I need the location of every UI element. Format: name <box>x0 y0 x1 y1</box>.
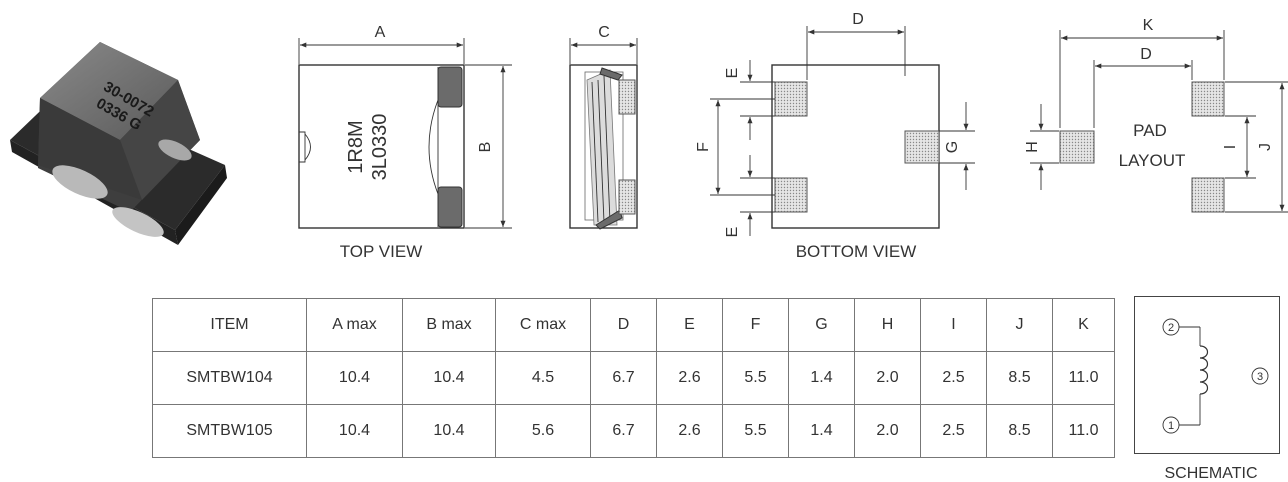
table-header-cell: G <box>788 298 855 352</box>
table-cell: 8.5 <box>986 351 1053 405</box>
table-header-row: ITEM A max B max C max D E F G H I J K <box>152 298 1115 352</box>
table-cell: 4.5 <box>495 351 591 405</box>
table-cell: 10.4 <box>402 351 496 405</box>
table-cell: 5.5 <box>722 351 789 405</box>
table-cell: SMTBW104 <box>152 351 307 405</box>
table-header-cell: C max <box>495 298 591 352</box>
table-cell: 2.0 <box>854 404 921 458</box>
dim-label-d-bottom: D <box>852 11 864 28</box>
table-cell: 2.5 <box>920 351 987 405</box>
schematic-pin-3: 3 <box>1257 371 1263 383</box>
schematic: 2 1 3 SCHEMATIC <box>1162 318 1269 482</box>
pad-layout: K D H I J PAD LAYOUT <box>1024 17 1288 213</box>
table-cell: 11.0 <box>1052 351 1115 405</box>
table-cell: 8.5 <box>986 404 1053 458</box>
table-cell: SMTBW105 <box>152 404 307 458</box>
dim-label-f: F <box>695 142 712 152</box>
table-header-cell: E <box>656 298 723 352</box>
dim-label-i: I <box>1222 145 1239 149</box>
table-cell: 5.6 <box>495 404 591 458</box>
table-cell: 2.0 <box>854 351 921 405</box>
schematic-pin-2: 2 <box>1168 322 1174 334</box>
top-marking-line1: 1R8M <box>345 120 367 173</box>
table-row: SMTBW104 10.4 10.4 4.5 6.7 2.6 5.5 1.4 2… <box>152 351 1115 405</box>
top-view: 1R8M 3L0330 A B TOP VIEW <box>298 24 512 261</box>
table-cell: 2.5 <box>920 404 987 458</box>
table-header-cell: ITEM <box>152 298 307 352</box>
pad-layout-label-line1: PAD <box>1133 121 1167 140</box>
schematic-pin-1: 1 <box>1168 420 1174 432</box>
table-header-cell: F <box>722 298 789 352</box>
dim-label-j: J <box>1257 143 1274 151</box>
table-cell: 10.4 <box>306 404 403 458</box>
table-cell: 1.4 <box>788 404 855 458</box>
table-cell: 2.6 <box>656 404 723 458</box>
table-cell: 10.4 <box>306 351 403 405</box>
dimension-table: ITEM A max B max C max D E F G H I J K S… <box>152 298 1115 458</box>
dim-label-d-pad: D <box>1140 46 1152 63</box>
table-cell: 2.6 <box>656 351 723 405</box>
schematic-label: SCHEMATIC <box>1164 465 1257 482</box>
product-photo: 30-0072 0336 G <box>10 42 227 245</box>
table-header-cell: D <box>590 298 657 352</box>
side-view: C <box>569 24 638 230</box>
table-header-cell: B max <box>402 298 496 352</box>
table-header-cell: I <box>920 298 987 352</box>
table-header-cell: K <box>1052 298 1115 352</box>
schematic-frame <box>1134 296 1280 454</box>
dim-label-e-bottom: E <box>724 227 741 238</box>
bottom-view-label: BOTTOM VIEW <box>796 242 917 261</box>
table-header-cell: J <box>986 298 1053 352</box>
dim-label-g: G <box>944 141 961 153</box>
pad-layout-label-line2: LAYOUT <box>1119 151 1186 170</box>
dim-label-c: C <box>598 24 610 41</box>
table-cell: 5.5 <box>722 404 789 458</box>
table-header-cell: A max <box>306 298 403 352</box>
table-cell: 6.7 <box>590 404 657 458</box>
table-header-cell: H <box>854 298 921 352</box>
dim-label-e-top: E <box>724 68 741 79</box>
table-cell: 1.4 <box>788 351 855 405</box>
top-marking-line2: 3L0330 <box>369 114 391 181</box>
table-cell: 11.0 <box>1052 404 1115 458</box>
table-cell: 6.7 <box>590 351 657 405</box>
bottom-view: D E F E G BOTTOM VIEW <box>695 11 975 261</box>
dim-label-h: H <box>1024 141 1041 153</box>
dim-label-a: A <box>375 24 386 41</box>
dim-label-k: K <box>1143 17 1154 34</box>
top-view-label: TOP VIEW <box>340 242 423 261</box>
dim-label-b: B <box>477 142 494 153</box>
table-cell: 10.4 <box>402 404 496 458</box>
table-row: SMTBW105 10.4 10.4 5.6 6.7 2.6 5.5 1.4 2… <box>152 404 1115 458</box>
